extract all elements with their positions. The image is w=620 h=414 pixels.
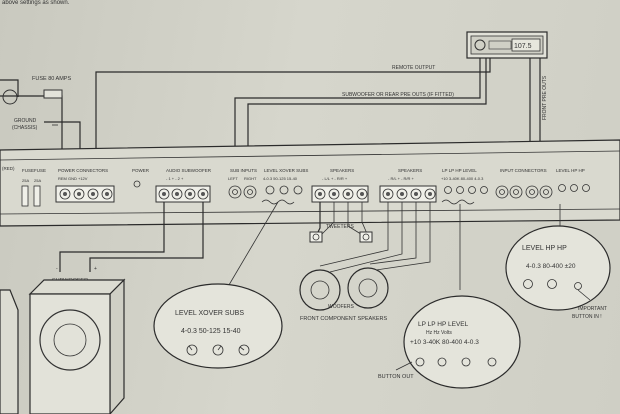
panel-label-edge: (RED) <box>2 166 15 171</box>
lp-knob-icon <box>444 186 452 194</box>
important-label: IMPORTANT <box>578 306 607 312</box>
tweeter-right-icon <box>359 231 373 243</box>
right-label: RIGHT <box>244 176 257 181</box>
power-led-icon <box>133 180 141 188</box>
callout-mid-values: +10 3-40K 80-400 4-0.3 <box>410 339 479 346</box>
fuse-icon <box>43 89 63 99</box>
callout-right-dials <box>523 279 582 290</box>
callout-left-dials <box>186 344 250 356</box>
callout-right <box>505 225 611 311</box>
callout-left-values: 4-0.3 50-125 15-40 <box>181 328 241 335</box>
fuse1-icon <box>21 185 29 207</box>
svg-text:+: + <box>94 266 97 272</box>
rca-right-icon <box>243 185 257 199</box>
level2-knob-icon <box>480 186 488 194</box>
power-terms-label: REM GND +12V <box>58 176 88 181</box>
callout-mid-units: Hz Hz Volts <box>426 330 452 336</box>
head-unit-display <box>511 38 541 52</box>
sp1-terms-label: - L/L + - R/R + <box>322 176 348 181</box>
amplifier-body <box>0 139 620 227</box>
header-fragment: above settings as shown. <box>2 0 70 6</box>
power-label: POWER <box>132 168 150 173</box>
speaker-terminal-block-2 <box>379 185 437 203</box>
callout-right-title: LEVEL HP HP <box>522 245 567 252</box>
sub-wire-2 <box>89 202 204 272</box>
input-connectors-label: INPUT CONNECTORS <box>500 168 547 173</box>
head-unit-knob-icon <box>474 39 486 51</box>
speakers2-label: SPEAKERS <box>398 168 422 173</box>
fuse2-icon <box>33 185 41 207</box>
sub-terms-label: - 1 + - 2 + <box>166 176 184 181</box>
fuse2-label: FUSE <box>34 168 46 173</box>
svg-text:-: - <box>56 266 58 272</box>
subwoofer-driver-icon <box>39 309 101 371</box>
subwoofer-terminal-block <box>155 185 211 203</box>
speaker-terminal-block-1 <box>311 185 369 203</box>
lhh-panel-label: LEVEL HP HP <box>556 168 585 173</box>
tweeter-left-icon <box>309 231 323 243</box>
level-knob-icon <box>265 185 275 195</box>
lp2-knob-icon <box>456 186 464 194</box>
sub-inputs-label: SUB INPUTS <box>230 168 257 173</box>
power-terminal-block <box>55 185 115 203</box>
lxs-panel-values: 4-0.3 50-125 15-40 <box>263 176 298 181</box>
ground-symbol-icon <box>50 121 60 126</box>
lp-panel-label: LP LP HP LEVEL <box>442 168 477 173</box>
brace2-icon <box>441 199 475 205</box>
fuse2-value: 25A <box>34 178 41 183</box>
hp4-knob-icon <box>582 184 590 192</box>
power-connectors-label: POWER CONNECTORS <box>58 168 108 173</box>
callout-left-title: LEVEL XOVER SUBS <box>175 310 244 317</box>
woofers-label: WOOFERS <box>328 304 354 310</box>
callout-left-leader <box>225 201 279 291</box>
fuse1-value: 25A <box>22 178 29 183</box>
lp-panel-values: +10 3-40K 80-400 4-0.3 <box>441 176 484 181</box>
button-in-label: BUTTON IN ! <box>572 314 602 320</box>
left-speaker-partial <box>0 289 19 414</box>
audio-subwoofer-label: AUDIO SUBWOOFER <box>166 168 212 173</box>
rca-left-icon <box>228 185 242 199</box>
remote-output-label: REMOTE OUTPUT <box>392 65 435 71</box>
lxs-panel-label: LEVEL XOVER SUBS <box>264 168 308 173</box>
callout-mid <box>403 295 521 389</box>
subs-knob-icon <box>293 185 303 195</box>
hp-knob-icon <box>468 186 476 194</box>
speakers1-label: SPEAKERS <box>330 168 354 173</box>
fuse1-label: FUSE <box>22 168 34 173</box>
callout-right-values: 4-0.3 80-400 ±20 <box>526 263 576 270</box>
rca-input-1-icon <box>495 185 509 199</box>
button-out-label: BUTTON OUT <box>378 374 414 380</box>
sp2-terms-label: - R/L + - R/R + <box>388 176 415 181</box>
callout-mid-dials <box>415 357 497 367</box>
callout-left <box>153 283 283 369</box>
rca-input-2-icon <box>509 185 523 199</box>
left-label: LEFT <box>228 176 238 181</box>
woofer-left-icon <box>299 269 341 311</box>
front-component-label: FRONT COMPONENT SPEAKERS <box>300 316 388 322</box>
level3-knob-icon <box>558 184 566 192</box>
front-pre-outs-label: FRONT PRE OUTS <box>542 75 548 120</box>
hp3-knob-icon <box>570 184 578 192</box>
rca-input-4-icon <box>539 185 553 199</box>
subwoofer-enclosure <box>28 278 126 414</box>
button-in-icon <box>574 282 582 290</box>
tweeters-label: TWEETERS <box>326 224 354 230</box>
battery-wire <box>0 79 19 97</box>
xover-knob-icon <box>279 185 289 195</box>
sub-rear-wire <box>234 58 481 168</box>
fuse-label: FUSE 80 AMPS <box>32 76 71 82</box>
woofer-right-icon <box>347 267 389 309</box>
sub-rear-label: SUBWOOFER OR REAR PRE OUTS (IF FITTED) <box>342 92 454 98</box>
ground-label: GROUND <box>14 118 37 124</box>
head-unit-display-text: 107.5 <box>514 43 532 50</box>
remote-wire <box>95 58 491 170</box>
chassis-label: (CHASSIS) <box>12 125 38 131</box>
sub-wire-1 <box>59 202 165 272</box>
rca-input-3-icon <box>525 185 539 199</box>
sub-rear-wire-2 <box>247 58 487 168</box>
battery-icon <box>2 89 18 105</box>
callout-mid-title: LP LP HP LEVEL <box>418 321 469 328</box>
